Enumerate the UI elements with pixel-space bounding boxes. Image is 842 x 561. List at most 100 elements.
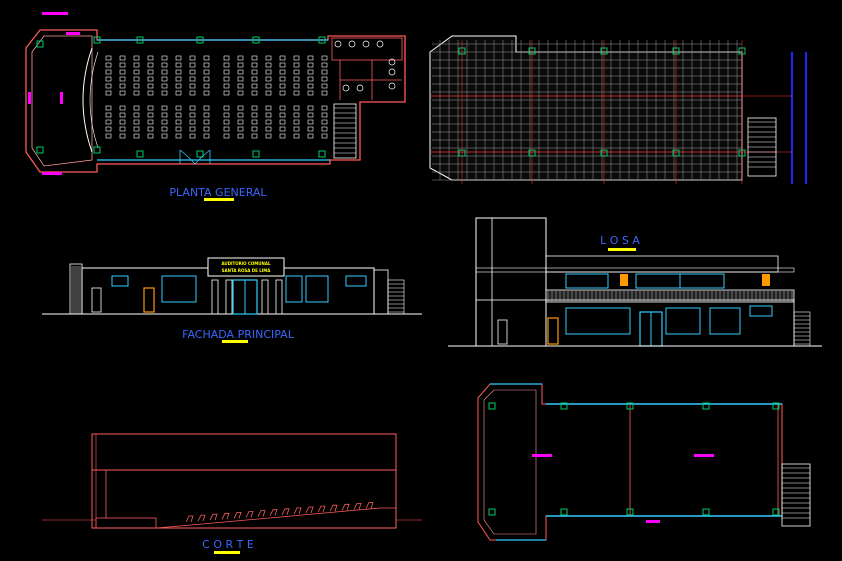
seat [321, 69, 328, 75]
front-elevation: AUDITORIO COMUNAL SANTA ROSA DE LIMA FAC… [42, 257, 422, 343]
seat [161, 133, 168, 139]
seat [237, 69, 244, 75]
seat [189, 62, 196, 68]
window [565, 307, 631, 335]
seat [147, 69, 154, 75]
section-marker [532, 454, 552, 457]
section-seat [257, 510, 266, 517]
window [565, 273, 609, 289]
seat [251, 69, 258, 75]
toilet [356, 84, 364, 92]
section-seat [281, 508, 290, 515]
seat [147, 119, 154, 125]
seat [307, 55, 314, 61]
seat [237, 133, 244, 139]
seat [119, 119, 126, 125]
facade-sign-line1: AUDITORIO COMUNAL [221, 261, 271, 266]
section-seat [305, 506, 314, 514]
seat [175, 55, 182, 61]
column [702, 508, 710, 516]
seat [189, 126, 196, 132]
column [93, 36, 101, 44]
seat [237, 76, 244, 82]
seat [237, 90, 244, 96]
seat [223, 112, 230, 118]
seat [223, 55, 230, 61]
seat [203, 55, 210, 61]
seat [203, 62, 210, 68]
section-marker [60, 92, 63, 104]
seat [147, 83, 154, 89]
seat [175, 69, 182, 75]
seat [307, 105, 314, 111]
seat [189, 55, 196, 61]
label-underline [204, 198, 234, 201]
seat [133, 90, 140, 96]
seat [265, 119, 272, 125]
column [488, 508, 496, 516]
pillar [261, 279, 269, 315]
seat [223, 69, 230, 75]
seat [105, 55, 112, 61]
seat [321, 119, 328, 125]
seat [105, 126, 112, 132]
seat [321, 83, 328, 89]
column [488, 402, 496, 410]
seat [223, 76, 230, 82]
seat [251, 55, 258, 61]
seat [161, 76, 168, 82]
section-marker [42, 172, 62, 175]
seat [307, 126, 314, 132]
seat [251, 83, 258, 89]
section-seat [197, 514, 206, 522]
service-door [143, 287, 155, 313]
window [285, 275, 303, 303]
seat [237, 55, 244, 61]
seat [279, 119, 286, 125]
seat [105, 62, 112, 68]
seat [293, 105, 300, 111]
seat [265, 69, 272, 75]
seat [251, 76, 258, 82]
window [161, 275, 197, 303]
seat [251, 90, 258, 96]
seat [175, 90, 182, 96]
roof-plan: L O S A [429, 35, 807, 251]
seat [133, 76, 140, 82]
seat [279, 105, 286, 111]
seat [119, 133, 126, 139]
section-seat [245, 511, 254, 518]
seat [251, 126, 258, 132]
seat [189, 119, 196, 125]
seat [119, 105, 126, 111]
seat [321, 133, 328, 139]
seat [175, 119, 182, 125]
seat [161, 112, 168, 118]
seat [175, 105, 182, 111]
column [560, 508, 568, 516]
section-marker [42, 12, 68, 15]
seat [189, 133, 196, 139]
seat [237, 112, 244, 118]
restroom-block [331, 37, 403, 100]
seat [189, 105, 196, 111]
section-seat [233, 512, 242, 519]
plan-stair [333, 103, 357, 159]
seat [119, 126, 126, 132]
seat [237, 126, 244, 132]
seat [265, 62, 272, 68]
seat [293, 126, 300, 132]
section-seat [341, 503, 350, 511]
toilet [348, 40, 356, 48]
window [345, 275, 367, 287]
seat [321, 126, 328, 132]
seat [279, 55, 286, 61]
seat [307, 112, 314, 118]
seat [293, 83, 300, 89]
seat [133, 105, 140, 111]
seat [265, 133, 272, 139]
seat [279, 62, 286, 68]
seat [265, 90, 272, 96]
label-underline [222, 340, 248, 343]
seat [251, 105, 258, 111]
